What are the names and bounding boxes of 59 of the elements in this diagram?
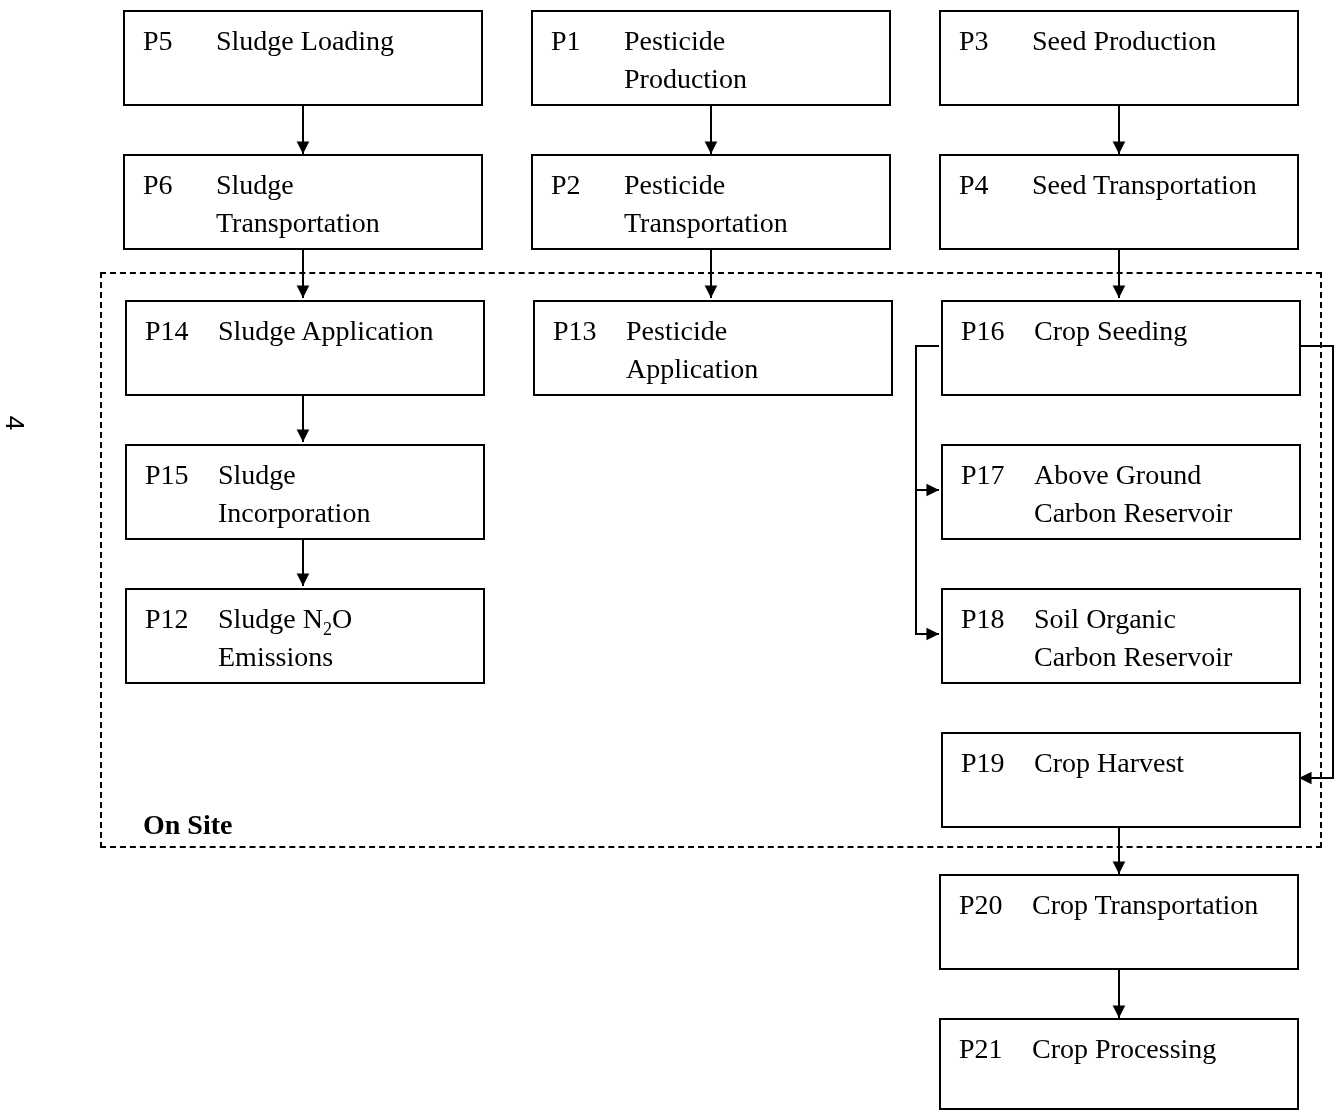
process-number: P3	[959, 24, 989, 58]
process-box	[123, 154, 483, 250]
process-number: P20	[959, 888, 1003, 922]
region-label: On Site	[143, 808, 233, 842]
process-number: P1	[551, 24, 581, 58]
process-box	[531, 10, 891, 106]
arrow	[704, 105, 718, 155]
process-label: Above Ground Carbon Reservoir	[1034, 458, 1234, 530]
process-box	[941, 444, 1301, 540]
process-label: Crop Seeding	[1034, 314, 1188, 348]
process-number: P15	[145, 458, 189, 492]
arrow	[296, 249, 310, 299]
process-number: P6	[143, 168, 173, 202]
process-label: Sludge N$_{2}$O Emissions	[218, 602, 354, 674]
process-label: Soil Organic Carbon Reservoir	[1034, 602, 1234, 674]
process-box	[125, 444, 485, 540]
process-label: Crop Transportation	[1032, 888, 1259, 922]
process-box	[939, 1018, 1299, 1110]
process-number: P4	[959, 168, 989, 202]
process-number: P19	[961, 746, 1005, 780]
process-number: P5	[143, 24, 173, 58]
process-number: P12	[145, 602, 189, 636]
process-number: P18	[961, 602, 1005, 636]
arrow	[1112, 969, 1126, 1019]
process-number: P16	[961, 314, 1005, 348]
process-label: Sludge Loading	[216, 24, 395, 58]
process-box	[123, 10, 483, 106]
arrow	[704, 249, 718, 299]
process-box	[941, 732, 1301, 828]
process-box	[939, 10, 1299, 106]
process-number: P2	[551, 168, 581, 202]
arrow	[296, 105, 310, 155]
process-box	[531, 154, 891, 250]
process-number: P17	[961, 458, 1005, 492]
process-box	[941, 300, 1301, 396]
process-box	[939, 154, 1299, 250]
arrow	[1112, 105, 1126, 155]
process-label: Seed Transportation	[1032, 168, 1257, 202]
process-label: Pesticide Application	[626, 314, 760, 386]
process-box	[533, 300, 893, 396]
process-number: P21	[959, 1032, 1003, 1066]
process-label: Pesticide Production	[624, 24, 748, 96]
process-label: Sludge Incorporation	[218, 458, 372, 530]
process-box	[125, 300, 485, 396]
process-label: Seed Production	[1032, 24, 1217, 58]
process-label: Crop Harvest	[1034, 746, 1185, 780]
process-label: Crop Processing	[1032, 1032, 1217, 1066]
process-label: Sludge Application	[218, 314, 434, 348]
process-number: P13	[553, 314, 597, 348]
process-label: Pesticide Transportation	[624, 168, 789, 240]
arrow	[1112, 249, 1126, 299]
process-number: P14	[145, 314, 189, 348]
process-box	[125, 588, 485, 684]
arrow	[915, 345, 940, 641]
process-box	[941, 588, 1301, 684]
site-boundary	[100, 272, 1322, 848]
process-label: Sludge Transportation	[216, 168, 381, 240]
page-number: 4	[0, 415, 31, 431]
process-box	[939, 874, 1299, 970]
